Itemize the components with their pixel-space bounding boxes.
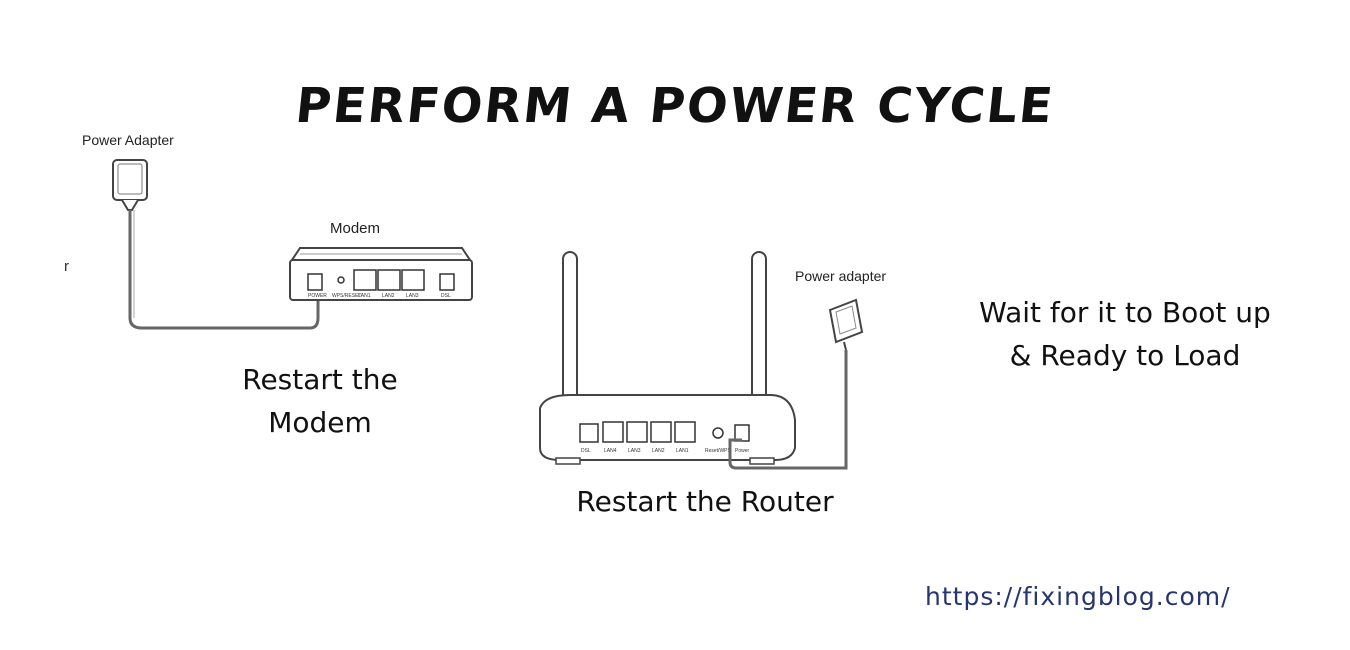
router-port-label: LAN3	[628, 448, 641, 454]
site-url[interactable]: https://fixingblog.com/	[925, 582, 1231, 611]
modem-port-label: DSL	[441, 293, 451, 299]
router-port-label: DSL	[581, 448, 591, 454]
modem-port-label: LAN3	[406, 293, 419, 299]
modem-port-label: LAN2	[382, 293, 395, 299]
router-power-adapter	[728, 298, 864, 470]
router-port-label: LAN2	[652, 448, 665, 454]
stray-letter: r	[64, 258, 69, 275]
restart-router-caption: Restart the Router	[576, 485, 834, 518]
router-device: DSL LAN4 LAN3 LAN2 LAN1 Reset/WPS Power	[539, 394, 796, 465]
modem-port-label: WPS/RESET	[332, 293, 361, 299]
modem-device: POWER WPS/RESET LAN1 LAN2 LAN3 DSL	[289, 247, 473, 301]
modem-power-adapter	[112, 159, 320, 330]
modem-port-label: POWER	[308, 293, 327, 299]
router-port-label: Power	[735, 448, 750, 454]
router-port-label: Reset/WPS	[705, 448, 732, 454]
router-power-adapter-label: Power adapter	[795, 268, 887, 284]
router-port-label: LAN1	[676, 448, 689, 454]
wait-boot-caption: Wait for it to Boot up & Ready to Load	[979, 296, 1271, 372]
modem-label: Modem	[330, 220, 381, 237]
modem-power-adapter-label: Power Adapter	[82, 132, 174, 148]
restart-modem-caption: Restart the Modem	[242, 363, 398, 439]
router-port-label: LAN4	[604, 448, 617, 454]
modem-port-label: LAN1	[358, 293, 371, 299]
